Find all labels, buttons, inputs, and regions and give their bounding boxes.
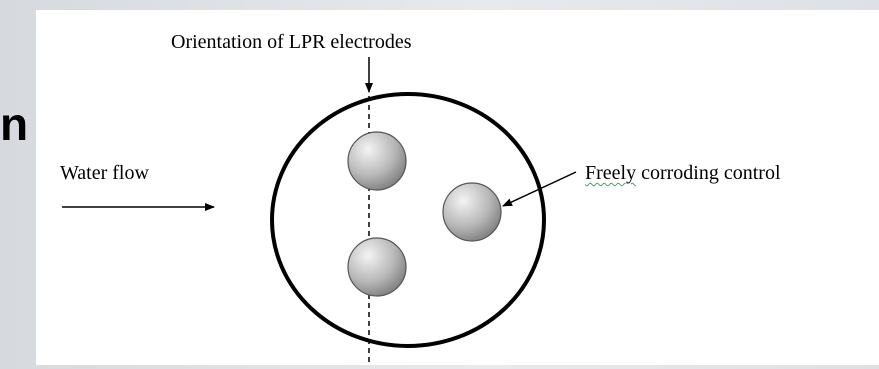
control-pointer-arrow (502, 171, 577, 207)
control-electrode (442, 182, 502, 242)
lpr-electrode-bottom (347, 237, 407, 297)
slide-title-fragment: n (0, 98, 29, 150)
freely-word: Freely (585, 162, 637, 184)
pipe-cross-section-circle (270, 92, 546, 348)
lpr-electrode-top (347, 131, 407, 191)
water-flow-label: Water flow (60, 162, 149, 184)
corroding-control-text: corroding control (636, 162, 781, 184)
orientation-label: Orientation of LPR electrodes (171, 31, 412, 53)
freely-corroding-label: Freely corroding control (585, 162, 781, 185)
